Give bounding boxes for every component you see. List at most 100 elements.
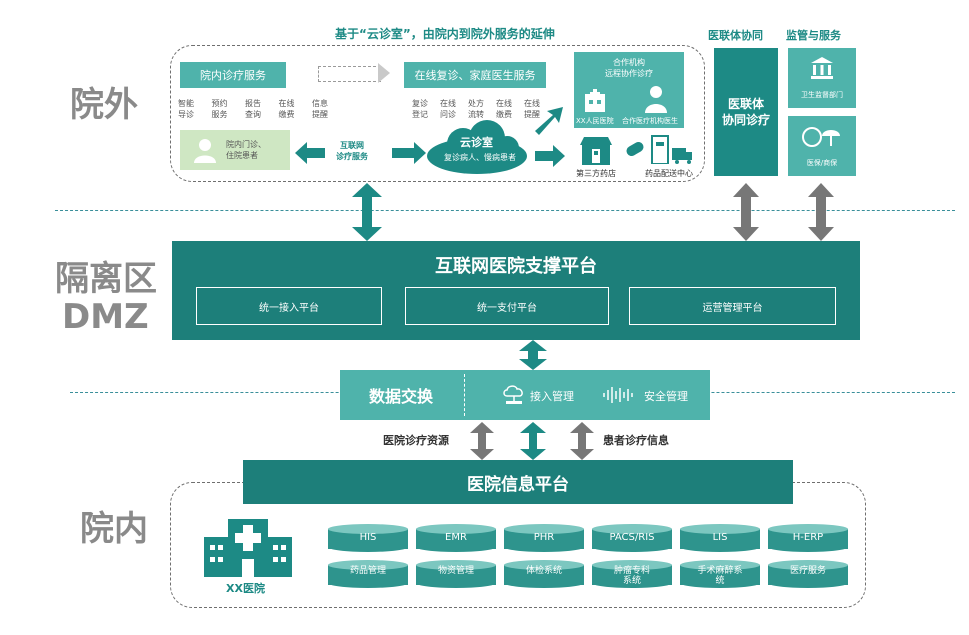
exchange-divider	[464, 374, 465, 416]
system-his: HIS	[328, 524, 408, 552]
system-label: 肿瘤专科 系统	[613, 566, 650, 586]
zone-inner-label: 院内	[80, 509, 148, 549]
alliance-title: 医联体协同	[708, 29, 763, 42]
system-label: 体检系统	[525, 566, 562, 576]
system-oncology: 肿瘤专科 系统	[592, 560, 672, 588]
arrow-left-icon	[295, 142, 325, 164]
pharmacy-store-icon	[580, 137, 612, 165]
inhospital-item: 在线 缴费	[278, 99, 295, 119]
operations-box: 运营管理平台	[629, 287, 836, 325]
system-phr: PHR	[504, 524, 584, 552]
system-label: 物资管理	[437, 566, 474, 576]
health-dept-label: 卫生监督部门	[801, 91, 843, 99]
arrow-right-icon	[392, 142, 426, 164]
unified-access-box: 统一接入平台	[196, 287, 382, 325]
dashed-arrow-head	[378, 63, 390, 83]
pill-icon	[626, 142, 644, 156]
online-items: 复诊 登记 在线 问诊 处方 流转 在线 缴费 在线 提醒	[412, 98, 540, 120]
health-dept-box: 卫生监督部门	[788, 48, 856, 108]
system-material: 物资管理	[416, 560, 496, 588]
inhospital-item: 预约 服务	[211, 99, 228, 119]
zone-dmz-sub-label: DMZ	[62, 297, 149, 337]
system-anesthesia: 手术麻醉系 统	[680, 560, 760, 588]
online-item: 在线 问诊	[440, 99, 456, 119]
insurance-label: 医保/商保	[806, 159, 838, 167]
inhospital-item: 智能 导诊	[178, 99, 194, 119]
sound-wave-icon	[603, 387, 633, 403]
platform-title: 互联网医院支撑平台	[435, 256, 597, 277]
patients-label: 院内门诊、 住院患者	[226, 140, 266, 160]
partner-doctor-label: 合作医疗机构医生	[622, 117, 678, 125]
patient-info-label: 患者诊疗信息	[603, 434, 669, 447]
system-label: 医疗服务	[789, 566, 826, 576]
supervision-title: 监管与服务	[786, 29, 841, 42]
double-arrow-icon	[733, 183, 759, 241]
outer-service-frame	[170, 45, 705, 182]
partner-title: 合作机构 远程协作诊疗	[605, 58, 653, 78]
hospital-resources-label: 医院诊疗资源	[383, 434, 449, 447]
system-label: H-ERP	[792, 532, 824, 543]
online-item: 在线 提醒	[524, 99, 540, 119]
double-arrow-icon	[519, 340, 547, 370]
system-label: PACS/RIS	[609, 532, 655, 543]
government-building-icon	[811, 57, 833, 79]
cloud-icon	[427, 120, 527, 174]
inhospital-items: 智能 导诊 预约 服务 报告 查询 在线 缴费 信息 提醒	[178, 98, 328, 120]
security-management-label: 安全管理	[644, 390, 688, 403]
double-arrow-icon	[520, 422, 546, 460]
arrow-right-icon	[535, 145, 565, 167]
internet-service-label: 互联网 诊疗服务	[336, 141, 368, 161]
online-item: 处方 流转	[468, 99, 484, 119]
system-medical-service: 医疗服务	[768, 560, 848, 588]
partner-box: 合作机构 远程协作诊疗 XX人民医院 合作医疗机构医生	[574, 52, 684, 128]
delivery-label: 药品配送中心	[645, 169, 693, 178]
unified-payment-box: 统一支付平台	[405, 287, 609, 325]
system-drug: 药品管理	[328, 560, 408, 588]
inhospital-item: 报告 查询	[245, 99, 261, 119]
system-label: 药品管理	[349, 566, 386, 576]
zone-divider-top	[55, 210, 955, 211]
data-exchange-bar: 数据交换 接入管理 安全管理	[340, 370, 710, 420]
arrow-up-right-icon	[535, 107, 563, 135]
inhospital-item: 信息 提醒	[312, 99, 328, 119]
online-service-box: 在线复诊、家庭医生服务	[404, 62, 546, 88]
double-arrow-icon	[570, 422, 594, 460]
data-exchange-title: 数据交换	[368, 387, 433, 406]
doctor-icon	[645, 86, 667, 113]
system-herp: H-ERP	[768, 524, 848, 552]
online-item: 在线 缴费	[496, 99, 512, 119]
double-arrow-icon	[808, 183, 834, 241]
system-pacs: PACS/RIS	[592, 524, 672, 552]
double-arrow-icon	[352, 183, 382, 241]
access-management-label: 接入管理	[530, 390, 574, 403]
system-label: HIS	[359, 532, 377, 543]
system-label: PHR	[533, 532, 555, 543]
hospital-building-icon	[204, 519, 292, 577]
double-arrow-icon	[470, 422, 494, 460]
hospital-info-platform: 医院信息平台	[243, 460, 793, 504]
insurance-umbrella-icon	[802, 127, 840, 147]
patients-box: 院内门诊、 住院患者	[180, 130, 290, 170]
system-checkup: 体检系统	[504, 560, 584, 588]
hospital-building-icon	[585, 89, 605, 112]
cloud-network-icon	[503, 385, 523, 404]
inhospital-service-box: 院内诊疗服务	[180, 62, 286, 88]
insurance-box: 医保/商保	[788, 116, 856, 176]
hospital-name: XX医院	[226, 582, 265, 595]
alliance-box: 医联体 协同诊疗	[714, 48, 778, 176]
dashed-arrow-body	[318, 66, 381, 82]
partner-hospital-label: XX人民医院	[576, 117, 614, 125]
delivery-center-icon	[651, 135, 692, 164]
top-title: 基于“云诊室”，由院内到院外服务的延伸	[335, 27, 555, 41]
zone-dmz-label: 隔离区	[55, 259, 157, 299]
cloud-title: 云诊室	[460, 136, 493, 149]
patient-icon	[194, 139, 216, 163]
system-emr: EMR	[416, 524, 496, 552]
cloud-subtitle: 复诊病人、慢病患者	[444, 153, 516, 162]
internet-hospital-platform: 互联网医院支撑平台 统一接入平台 统一支付平台 运营管理平台	[172, 241, 860, 340]
system-label: LIS	[712, 532, 728, 543]
zone-outer-label: 院外	[70, 85, 138, 125]
system-label: EMR	[445, 532, 467, 543]
pharmacy-label: 第三方药店	[576, 169, 616, 178]
system-lis: LIS	[680, 524, 760, 552]
